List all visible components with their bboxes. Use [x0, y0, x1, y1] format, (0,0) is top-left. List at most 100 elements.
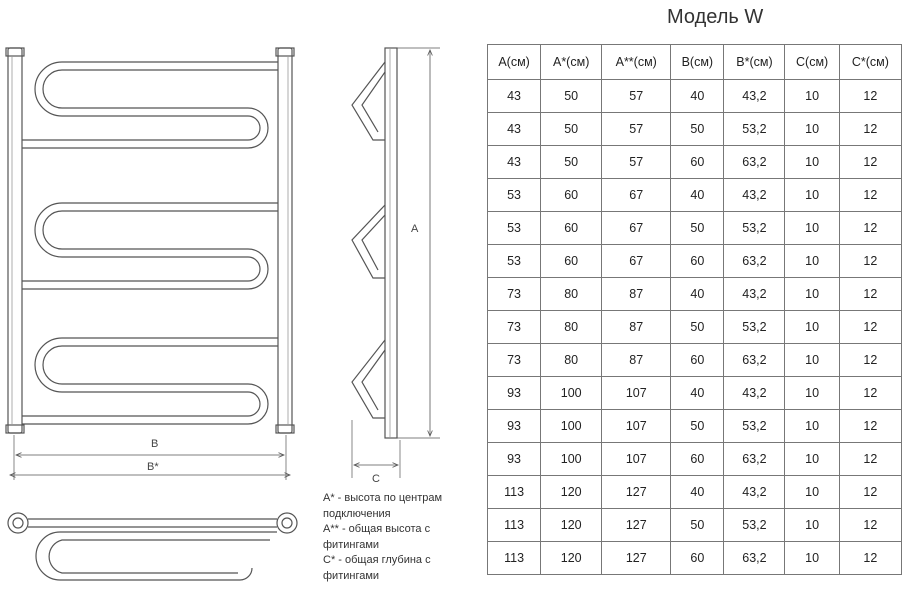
column-header: A**(см): [601, 44, 672, 80]
table-cell: 12: [838, 508, 903, 542]
table-cell: 10: [784, 79, 840, 113]
table-cell: 63,2: [723, 541, 786, 575]
table-cell: 107: [601, 442, 672, 476]
table-cell: 40: [670, 376, 725, 410]
table-cell: 60: [540, 211, 603, 245]
table-cell: 93: [486, 376, 542, 410]
table-cell: 50: [670, 211, 725, 245]
table-cell: 12: [838, 112, 903, 146]
note-a-double-star: A** - общая высота с фитингами: [323, 523, 431, 551]
table-cell: 57: [601, 145, 672, 179]
table-cell: 40: [670, 475, 725, 509]
table-cell: 63,2: [723, 145, 786, 179]
serpentine-middle: [22, 202, 278, 290]
table-cell: 93: [486, 409, 542, 443]
table-cell: 73: [486, 277, 542, 311]
table-cell: 100: [540, 376, 603, 410]
table-cell: 80: [540, 277, 603, 311]
table-cell: 43: [486, 112, 542, 146]
table-cell: 87: [601, 310, 672, 344]
table-cell: 12: [838, 211, 903, 245]
table-cell: 43,2: [723, 475, 786, 509]
table-cell: 12: [838, 310, 903, 344]
table-cell: 63,2: [723, 442, 786, 476]
side-view: [351, 47, 440, 478]
table-cell: 50: [670, 409, 725, 443]
column-header: A(см): [486, 44, 542, 80]
table-cell: 12: [838, 343, 903, 377]
table-cell: 10: [784, 442, 840, 476]
serpentine-top: [22, 61, 278, 149]
table-cell: 10: [784, 145, 840, 179]
column-header: C(см): [784, 44, 840, 80]
table-cell: 50: [540, 79, 603, 113]
table-cell: 60: [670, 541, 725, 575]
table-cell: 10: [784, 244, 840, 278]
table-cell: 80: [540, 310, 603, 344]
table-cell: 107: [601, 409, 672, 443]
table-cell: 50: [670, 310, 725, 344]
table-cell: 10: [784, 112, 840, 146]
dim-a-label: A: [411, 223, 419, 235]
table-cell: 12: [838, 541, 903, 575]
top-view: [7, 512, 298, 581]
table-cell: 73: [486, 310, 542, 344]
table-cell: 60: [670, 244, 725, 278]
table-cell: 40: [670, 79, 725, 113]
table-cell: 12: [838, 376, 903, 410]
table-cell: 127: [601, 475, 672, 509]
note-c-star: C* - общая глубина с фитингами: [323, 554, 431, 582]
column-header: B(см): [670, 44, 725, 80]
table-cell: 127: [601, 508, 672, 542]
table-cell: 43: [486, 145, 542, 179]
table-cell: 63,2: [723, 343, 786, 377]
note-a-star: A* - высота по центрам подключения: [323, 492, 443, 520]
dim-b-label: B: [151, 438, 158, 450]
table-cell: 40: [670, 277, 725, 311]
table-cell: 53,2: [723, 409, 786, 443]
table-cell: 12: [838, 277, 903, 311]
table-cell: 12: [838, 442, 903, 476]
table-cell: 60: [670, 145, 725, 179]
table-cell: 127: [601, 541, 672, 575]
table-cell: 40: [670, 178, 725, 212]
table-cell: 120: [540, 541, 603, 575]
table-cell: 10: [784, 409, 840, 443]
page-title: Модель W: [667, 6, 764, 28]
table-cell: 12: [838, 475, 903, 509]
table-cell: 73: [486, 343, 542, 377]
table-cell: 113: [486, 541, 542, 575]
table-cell: 10: [784, 343, 840, 377]
towel-rail-drawing: B B* A C: [5, 47, 440, 581]
column-header: A*(см): [540, 44, 603, 80]
table-cell: 53,2: [723, 310, 786, 344]
column-header: B*(см): [723, 44, 786, 80]
table-cell: 60: [540, 178, 603, 212]
table-cell: 53,2: [723, 508, 786, 542]
table-cell: 53,2: [723, 211, 786, 245]
table-cell: 10: [784, 475, 840, 509]
table-cell: 10: [784, 277, 840, 311]
table-cell: 10: [784, 541, 840, 575]
front-view: [5, 47, 295, 480]
table-header-row: A(см) A*(см) A**(см) B(см) B*(см) C(см) …: [486, 44, 903, 80]
table-cell: 12: [838, 409, 903, 443]
table-cell: 53: [486, 244, 542, 278]
table-cell: 57: [601, 112, 672, 146]
table-cell: 12: [838, 178, 903, 212]
serpentine-bottom: [22, 337, 278, 425]
table-cell: 67: [601, 211, 672, 245]
table-cell: 53: [486, 211, 542, 245]
